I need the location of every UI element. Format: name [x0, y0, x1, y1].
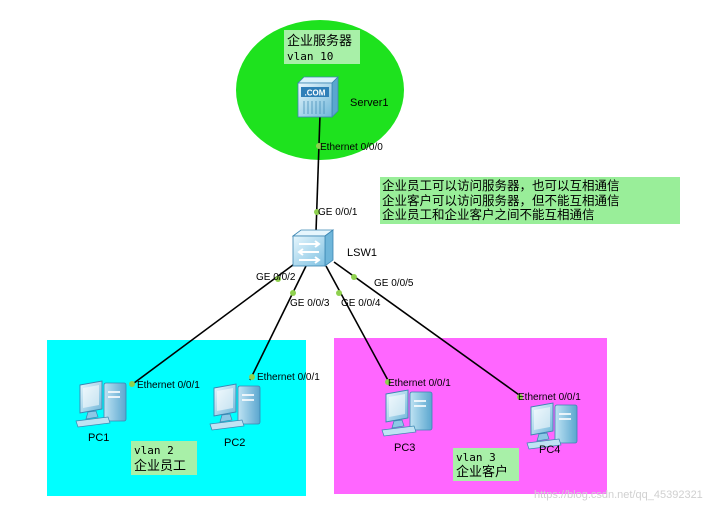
pc1-name: PC1 — [88, 432, 109, 444]
server-port-label: Ethernet 0/0/0 — [320, 142, 383, 153]
pc4-name: PC4 — [539, 444, 560, 456]
pc3-port-label: Ethernet 0/0/1 — [388, 378, 451, 389]
pc1-icon[interactable] — [75, 380, 127, 428]
server-zone-vlan: vlan 10 — [287, 50, 333, 63]
switch-port-pc4: GE 0/0/5 — [374, 278, 414, 289]
note-line-2: 企业客户可以访问服务器，但不能互相通信 — [382, 193, 620, 208]
watermark: https://blog.csdn.net/qq_45392321 — [534, 489, 703, 501]
switch-port-pc2: GE 0/0/3 — [290, 298, 330, 309]
switch-port-pc1: GE 0/0/2 — [256, 272, 296, 283]
server-zone-label-bg — [284, 30, 360, 64]
customer-zone-label-bg — [453, 448, 519, 481]
pc2-icon[interactable] — [209, 383, 261, 431]
pc3-icon[interactable] — [381, 389, 433, 437]
customer-zone-title: 企业客户 — [456, 464, 508, 480]
switch-name: LSW1 — [347, 247, 377, 259]
link-pc3 — [325, 265, 391, 385]
switch-port-pc3: GE 0/0/4 — [341, 298, 381, 309]
pc4-port-label: Ethernet 0/0/1 — [518, 392, 581, 403]
note-line-3: 企业员工和企业客户之间不能互相通信 — [382, 207, 595, 222]
employee-zone-label-bg — [131, 441, 197, 475]
switch-uplink-label: GE 0/0/1 — [318, 207, 358, 218]
link-pc1 — [129, 261, 298, 387]
switch-icon[interactable] — [291, 229, 335, 267]
pc1-port-label: Ethernet 0/0/1 — [137, 380, 200, 391]
server-badge: .COM — [305, 89, 326, 98]
pc4-icon[interactable] — [526, 402, 578, 450]
link-pc4 — [333, 261, 523, 398]
server-name: Server1 — [350, 97, 389, 109]
server-com-icon[interactable]: .COM — [297, 76, 339, 118]
note-line-1: 企业员工可以访问服务器，也可以互相通信 — [382, 178, 620, 193]
employee-zone-vlan: vlan 2 — [134, 444, 174, 457]
port-dots — [129, 143, 523, 400]
note-box — [380, 177, 680, 224]
server-zone-title: 企业服务器 — [287, 33, 352, 49]
pc2-port-label: Ethernet 0/0/1 — [257, 372, 320, 383]
pc2-name: PC2 — [224, 437, 245, 449]
employee-zone-title: 企业员工 — [134, 458, 186, 474]
pc3-name: PC3 — [394, 442, 415, 454]
customer-zone-vlan: vlan 3 — [456, 451, 496, 464]
link-pc2 — [249, 265, 307, 381]
